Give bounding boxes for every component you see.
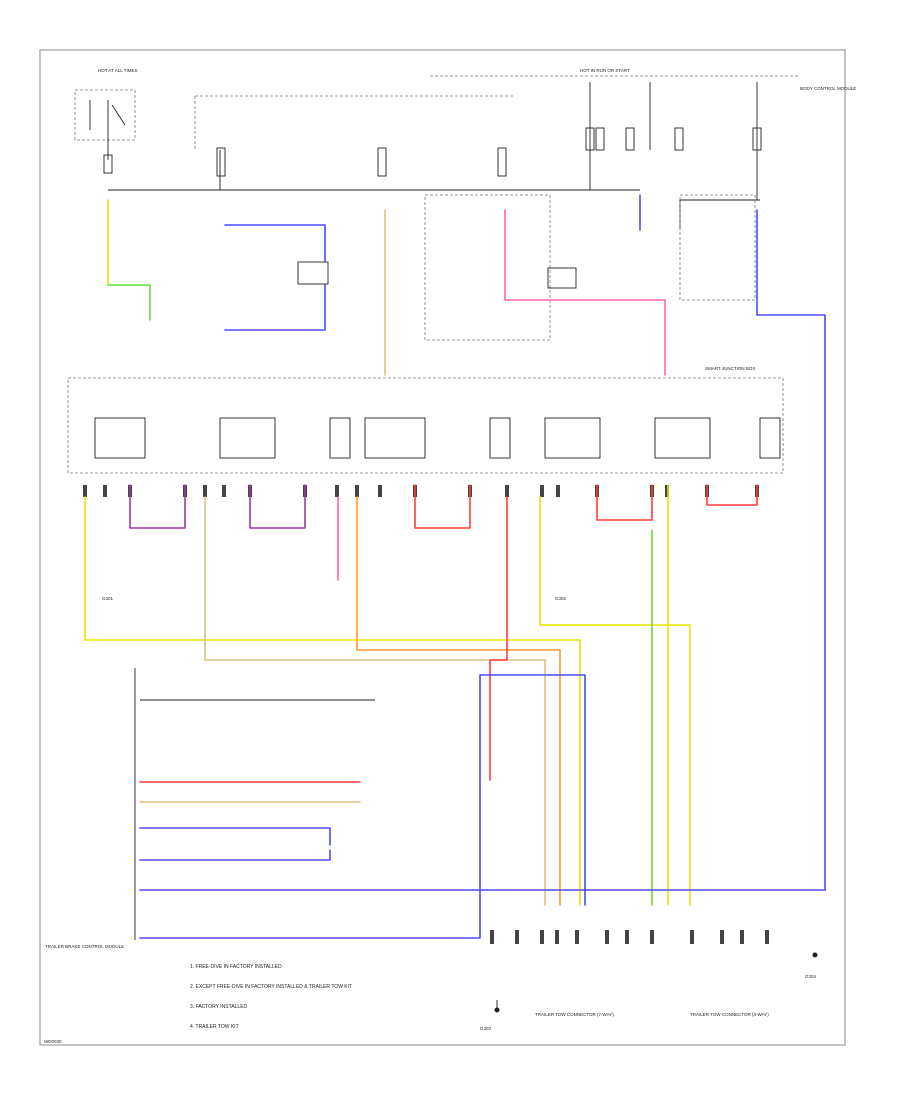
trailer-module-pins [134,668,826,940]
label-ground-2: G302 [555,596,567,601]
label-connector-7way: TRAILER TOW CONNECTOR (7-WAY) [535,1012,614,1017]
module-wire-loops [129,484,758,529]
label-trailer-module: TRAILER BRAKE CONTROL MODULE [45,944,124,949]
diagram-frame [39,49,846,1046]
lower-wires [84,484,691,906]
note-2: 2. EXCEPT FREE-DIVE IN FACTORY INSTALLED… [190,984,352,990]
label-right-note: BODY CONTROL MODULE [800,86,856,91]
label-ground-3: G303 [480,1026,492,1031]
label-fuse-box-right: HOT IN RUN OR START [580,68,630,73]
note-3: 3. FACTORY INSTALLED [190,1004,248,1010]
central-module-box [67,377,784,474]
label-central-module: SMART JUNCTION BOX [705,366,755,371]
label-fuse-box-left: HOT AT ALL TIMES [98,68,138,73]
ignition-relay [74,89,136,174]
power-rails [108,75,800,230]
footer-code: WD0030 [44,1039,62,1044]
upper-sensor-boxes [297,194,756,341]
label-ground-4: G304 [805,974,817,979]
label-connector-4way: TRAILER TOW CONNECTOR (4-WAY) [690,1012,769,1017]
note-1: 1. FREE-DIVE IN FACTORY INSTALLED [190,964,282,970]
note-4: 4. TRAILER TOW KIT [190,1024,239,1030]
trailer-connectors [490,930,818,1013]
fuse-row [216,127,762,177]
module-relays [94,417,781,459]
upper-wires [107,194,826,891]
label-ground-1: G301 [102,596,114,601]
